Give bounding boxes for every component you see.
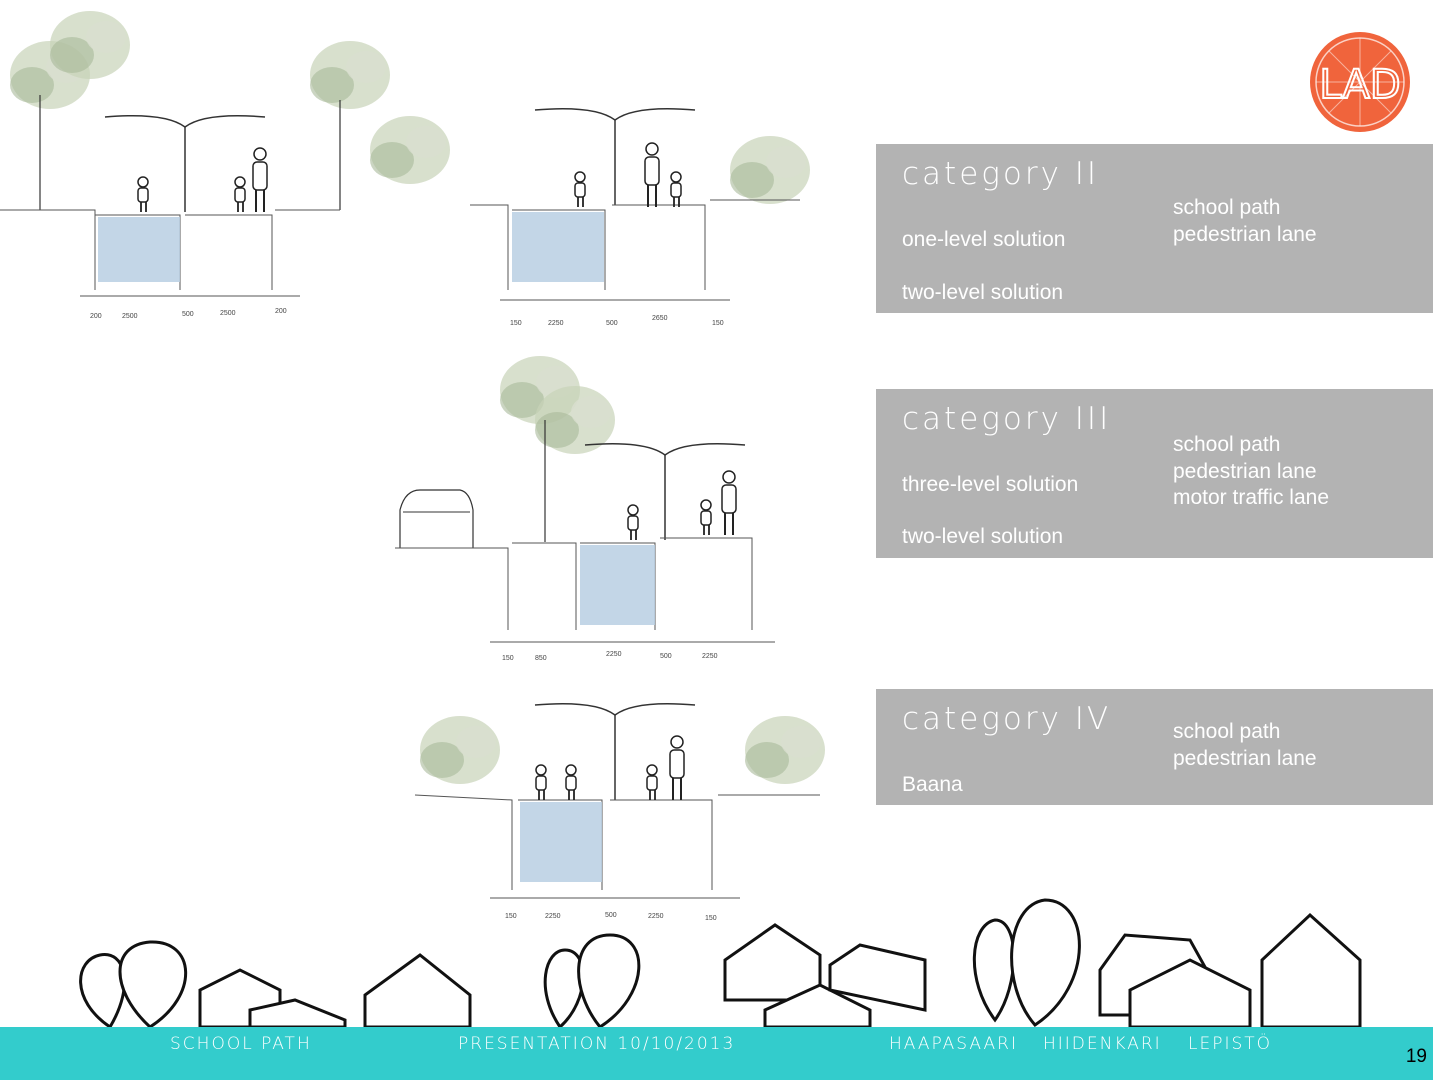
dim-label: 500: [606, 320, 618, 327]
lane-label: pedestrian lane: [1173, 746, 1317, 770]
dim-label: 500: [182, 311, 194, 318]
category-panel-2: category II one-level solution two-level…: [876, 144, 1433, 313]
lane-label: school path: [1173, 720, 1281, 743]
lane-label: school path: [1173, 433, 1281, 456]
section-one-level: 200 2500 500 2500 200: [0, 11, 450, 320]
lad-logo: LAD: [1310, 32, 1410, 132]
dim-label: 2250: [545, 913, 561, 920]
dim-label: 2250: [702, 653, 718, 660]
category-panel-4: category IV Baana school path pedestrian…: [876, 689, 1433, 805]
dim-label: 2650: [652, 315, 668, 322]
category-title: category II: [902, 156, 1100, 192]
category-title: category IV: [902, 701, 1112, 737]
section-two-level: 150 2250 500 2650 150: [470, 108, 810, 327]
lane-list: school path pedestrian lane motor traffi…: [1173, 432, 1329, 512]
dim-label: 850: [535, 655, 547, 662]
footer-name: LEPISTÖ: [1188, 1034, 1273, 1054]
dim-label: 150: [705, 915, 717, 922]
footer-project: SCHOOL PATH: [170, 1034, 312, 1054]
solution-label: one-level solution: [902, 228, 1066, 251]
dim-label: 150: [510, 320, 522, 327]
dim-label: 2250: [548, 320, 564, 327]
dim-label: 200: [90, 313, 102, 320]
dim-label: 2500: [220, 310, 236, 317]
lane-label: pedestrian lane: [1173, 459, 1317, 483]
lane-list: school path pedestrian lane: [1173, 719, 1317, 772]
dim-label: 2500: [122, 313, 138, 320]
lane-label: pedestrian lane: [1173, 222, 1317, 246]
house-icon: [1098, 933, 1217, 1017]
category-panel-3: category III three-level solution two-le…: [876, 389, 1433, 558]
house-icon: [1260, 912, 1362, 1029]
footer-presentation: PRESENTATION 10/10/2013: [458, 1034, 736, 1054]
dim-label: 2250: [648, 913, 664, 920]
lane-label: school path: [1173, 196, 1281, 219]
section-three-level: 150 850 2250 500 2250: [395, 356, 775, 662]
car-icon: [399, 489, 474, 548]
solution-label: Baana: [902, 773, 963, 796]
tree-icon: [972, 918, 1016, 1023]
logo-text: LAD: [1319, 62, 1400, 108]
solution-label: three-level solution: [902, 473, 1079, 496]
footer-bar: SCHOOL PATH PRESENTATION 10/10/2013 HAAP…: [0, 1027, 1433, 1080]
dim-label: 150: [502, 655, 514, 662]
dim-label: 200: [275, 308, 287, 315]
dim-label: 150: [712, 320, 724, 327]
footer-name: HIIDENKARI: [1043, 1034, 1162, 1054]
street-section-drawings: 200 2500 500 2500 200 150 2250 500 2650 …: [0, 11, 825, 922]
category-title: category III: [902, 401, 1112, 437]
solution-label: two-level solution: [902, 281, 1064, 304]
dim-label: 150: [505, 913, 517, 920]
footer-name: HAAPASAARI: [889, 1034, 1018, 1054]
lane-list: school path pedestrian lane: [1173, 195, 1317, 248]
section-baana: 150 2250 500 2250 150: [414, 703, 825, 922]
dim-label: 500: [660, 653, 672, 660]
dim-label: 500: [605, 912, 617, 919]
solution-label: two-level solution: [902, 525, 1064, 548]
lane-label: motor traffic lane: [1173, 486, 1330, 509]
house-icon: [1128, 958, 1252, 1029]
dim-label: 2250: [606, 651, 622, 658]
page-number: 19: [1405, 1046, 1427, 1067]
tree-icon: [1010, 898, 1081, 1027]
